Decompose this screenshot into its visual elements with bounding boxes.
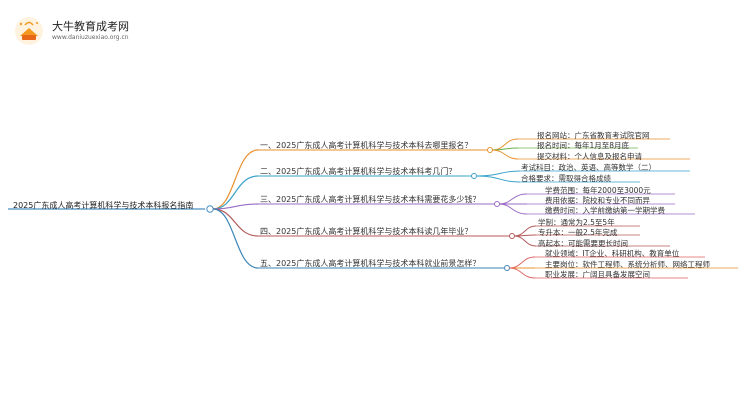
leaf-5-1[interactable]: 就业领域：IT企业、科研机构、教育单位: [545, 249, 680, 258]
leaf-5-2[interactable]: 主要岗位：软件工程师、系统分析师、网络工程师: [545, 260, 710, 269]
leaf-2-2[interactable]: 合格要求：需取得合格成绩: [521, 174, 611, 183]
leaf-3-3[interactable]: 缴费时间：入学前缴纳第一学期学费: [545, 206, 665, 215]
leaf-3-1[interactable]: 学费范围：每年2000至3000元: [545, 186, 651, 195]
leaf-4-1[interactable]: 学制：通常为2.5至5年: [538, 218, 615, 227]
leaf-3-2[interactable]: 费用依据：院校和专业不同而异: [545, 196, 650, 205]
leaf-2-1[interactable]: 考试科目：政治、英语、高等数学（二）: [521, 163, 656, 172]
logo-title: 大牛教育成考网: [52, 20, 129, 33]
branch-1-curve: [212, 149, 259, 210]
root-node-label[interactable]: 2025广东成人高考计算机科学与技术本科报名指南: [13, 201, 194, 210]
leaf-1-2[interactable]: 报名时间：每年1月至8月底: [537, 141, 630, 150]
branch-2-label[interactable]: 二、2025广东成人高考计算机科学与技术本科考几门？: [260, 167, 457, 176]
leaf-1-1[interactable]: 报名网站：广东省教育考试院官网: [537, 131, 650, 140]
root-node-dot: [206, 205, 214, 213]
site-logo[interactable]: 大牛教育成考网 www.daniuzuexiao.org.cn: [14, 14, 154, 48]
branch-5-label[interactable]: 五、2025广东成人高考计算机科学与技术本科就业前景怎样？: [260, 259, 481, 268]
branch-1-label[interactable]: 一、2025广东成人高考计算机科学与技术本科去哪里报名？: [260, 141, 473, 150]
branch-4-curve: [212, 208, 259, 237]
branch-5-curve: [212, 208, 259, 269]
branch-4-label[interactable]: 四、2025广东成人高考计算机科学与技术本科读几年毕业？: [260, 227, 473, 236]
branch-1-dot: [487, 147, 493, 153]
branch-3-label[interactable]: 三、2025广东成人高考计算机科学与技术本科需要花多少钱？: [260, 195, 481, 204]
leaf-1-3[interactable]: 提交材料：个人信息及报名申请: [537, 152, 642, 161]
branch-3-curve: [212, 203, 259, 210]
leaf-4-3[interactable]: 高起本：可能需要更长时间: [538, 239, 628, 248]
leaf-4-2[interactable]: 专升本：一般2.5年完成: [538, 228, 618, 237]
leaf-5-3[interactable]: 职业发展：广阔且具备发展空间: [545, 270, 650, 279]
branch-2-curve: [212, 175, 259, 210]
logo-subtitle: www.daniuzuexiao.org.cn: [52, 34, 129, 41]
book-logo-icon: [15, 17, 43, 45]
